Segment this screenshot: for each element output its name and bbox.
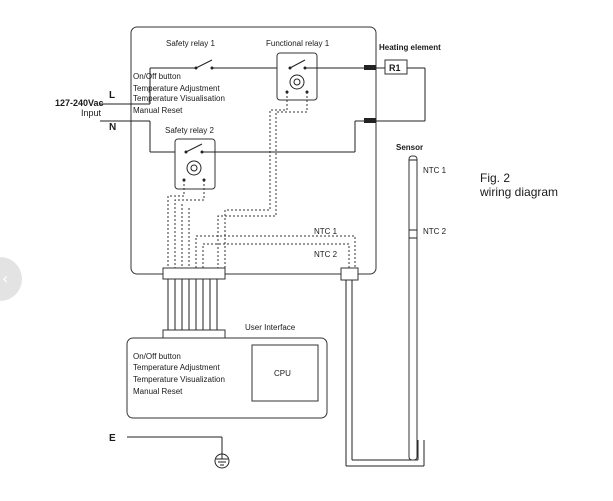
board-function-0: On/Off button bbox=[133, 72, 181, 81]
voltage-label: 127-240Vac bbox=[55, 98, 104, 108]
ui-function-2: Temperature Visualization bbox=[133, 375, 225, 384]
chevron-left-icon: ‹ bbox=[2, 269, 9, 288]
functional-relay-1-box bbox=[276, 52, 318, 101]
board-terminal-top bbox=[364, 65, 376, 70]
board-function-2: Temperature Visualisation bbox=[133, 94, 225, 103]
heating-element-label: Heating element bbox=[379, 43, 441, 52]
sensor-probe bbox=[408, 155, 418, 461]
ntc2-sensor-label: NTC 2 bbox=[423, 227, 447, 236]
ntc-dashed-lines bbox=[195, 235, 356, 268]
safety-relay-1-label: Safety relay 1 bbox=[166, 39, 215, 48]
heater-r1-label: R1 bbox=[389, 63, 401, 73]
fig-caption: wiring diagram bbox=[479, 185, 558, 199]
ui-function-3: Manual Reset bbox=[133, 387, 183, 396]
cpu-label: CPU bbox=[274, 369, 291, 378]
safety-relay-2-coil-icon bbox=[186, 160, 202, 176]
board-terminal-mid bbox=[364, 118, 376, 123]
earth-e-label: E bbox=[109, 433, 116, 444]
line-l-label: L bbox=[109, 90, 115, 101]
fig-number: Fig. 2 bbox=[480, 171, 510, 185]
ntc2-board-label: NTC 2 bbox=[314, 250, 338, 259]
board-function-1: Temperature Adjustment bbox=[133, 84, 220, 93]
ground-icon bbox=[214, 453, 230, 469]
ntc1-sensor-label: NTC 1 bbox=[423, 166, 447, 175]
ntc-connector bbox=[340, 267, 359, 281]
safety-relay-2-label: Safety relay 2 bbox=[165, 126, 214, 135]
board-connector bbox=[162, 267, 226, 280]
ribbon-cable bbox=[167, 279, 218, 330]
sensor-label: Sensor bbox=[396, 143, 423, 152]
ui-function-1: Temperature Adjustment bbox=[133, 363, 220, 372]
heater-r1 bbox=[384, 59, 408, 75]
neutral-n-label: N bbox=[109, 122, 116, 133]
functional-relay-1-label: Functional relay 1 bbox=[266, 39, 330, 48]
cpu-box bbox=[251, 344, 319, 402]
functional-relay-1-coil-icon bbox=[289, 74, 305, 90]
safety-relay-2 bbox=[182, 143, 206, 182]
input-label: Input bbox=[81, 108, 102, 118]
safety-relay-2-box bbox=[174, 138, 216, 190]
ntc1-board-label: NTC 1 bbox=[314, 227, 338, 236]
board-function-3: Manual Reset bbox=[133, 106, 183, 115]
prev-page-button[interactable]: ‹ bbox=[0, 257, 22, 301]
ui-function-0: On/Off button bbox=[133, 352, 181, 361]
user-interface-label: User Interface bbox=[245, 323, 296, 332]
control-dashed-lines bbox=[167, 92, 308, 268]
